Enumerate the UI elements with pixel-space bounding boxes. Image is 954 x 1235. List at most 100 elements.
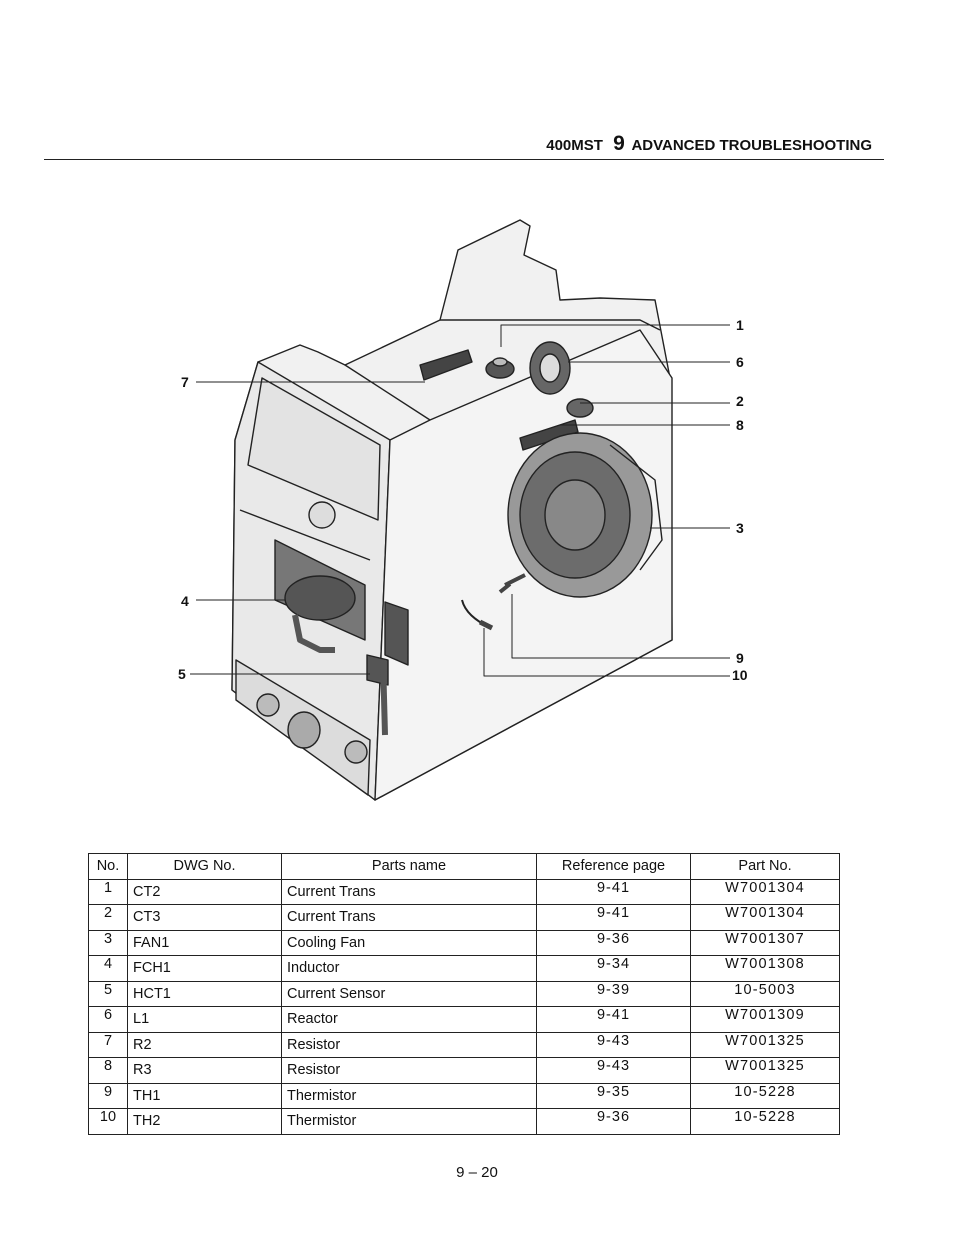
cell-dwg: L1 — [127, 1006, 282, 1033]
callout-3: 3 — [736, 520, 744, 536]
cell-ref: 9-34 — [536, 955, 691, 982]
inductor-lead — [292, 614, 335, 653]
thermistor-th2-tip — [478, 619, 494, 631]
col-dwg: DWG No. — [127, 853, 282, 880]
machine-illustration: 1 6 2 8 3 9 10 7 4 5 — [0, 200, 954, 820]
machine-drawing — [190, 219, 730, 801]
cell-ref: 9-36 — [536, 1108, 691, 1135]
table-row: 8 R3 Resistor 9-43 W7001325 — [88, 1057, 840, 1084]
header-model: 400MST — [546, 137, 603, 154]
fan-frame — [609, 444, 663, 571]
callout-8: 8 — [736, 417, 744, 433]
cell-name: Current Sensor — [281, 980, 537, 1007]
cell-dwg: R3 — [127, 1057, 282, 1084]
header-title: 400MST 9 ADVANCED TROUBLESHOOTING — [546, 132, 872, 156]
callout-9: 9 — [736, 650, 744, 666]
callout-5: 5 — [178, 666, 186, 682]
cell-no: 1 — [88, 878, 128, 905]
cell-part: W7001304 — [690, 878, 840, 905]
cell-name: Thermistor — [281, 1082, 537, 1109]
cell-dwg: FAN1 — [127, 929, 282, 956]
cell-ref: 9-43 — [536, 1031, 691, 1058]
cell-part: W7001308 — [690, 955, 840, 982]
resistor-r3-block — [519, 419, 579, 451]
header-section-title: ADVANCED TROUBLESHOOTING — [631, 137, 872, 154]
cell-part: W7001304 — [690, 904, 840, 931]
parts-table-header: No. DWG No. Parts name Reference page Pa… — [88, 853, 840, 880]
inductor-fch1 — [284, 575, 356, 621]
cell-name: Resistor — [281, 1057, 537, 1084]
cell-dwg: R2 — [127, 1031, 282, 1058]
output-terminal-right — [344, 740, 368, 764]
cell-part: W7001325 — [690, 1057, 840, 1084]
cell-dwg: TH2 — [127, 1108, 282, 1135]
front-knob — [308, 501, 336, 529]
cell-name: Thermistor — [281, 1108, 537, 1135]
fan-hub — [544, 479, 606, 551]
resistor-r2-bar — [419, 349, 473, 381]
table-row: 2 CT3 Current Trans 9-41 W7001304 — [88, 904, 840, 931]
current-sensor-bracket — [384, 601, 409, 666]
header-rule — [44, 159, 884, 160]
cell-no: 6 — [88, 1006, 128, 1033]
col-part-no: Part No. — [690, 853, 840, 880]
cell-dwg: CT3 — [127, 904, 282, 931]
page-header: 400MST 9 ADVANCED TROUBLESHOOTING — [44, 128, 884, 160]
cell-part: 10-5228 — [690, 1082, 840, 1109]
cell-no: 4 — [88, 955, 128, 982]
cell-name: Reactor — [281, 1006, 537, 1033]
col-reference-page: Reference page — [536, 853, 691, 880]
cell-part: W7001307 — [690, 929, 840, 956]
cell-ref: 9-41 — [536, 904, 691, 931]
cell-ref: 9-41 — [536, 1006, 691, 1033]
cell-name: Current Trans — [281, 878, 537, 905]
cell-ref: 9-43 — [536, 1057, 691, 1084]
ct2-ring-hole — [492, 357, 508, 367]
thermistor-th1 — [498, 573, 526, 594]
callout-6: 6 — [736, 354, 744, 370]
cell-ref: 9-36 — [536, 929, 691, 956]
cell-no: 3 — [88, 929, 128, 956]
callout-2: 2 — [736, 393, 744, 409]
cell-dwg: FCH1 — [127, 955, 282, 982]
cell-ref: 9-35 — [536, 1082, 691, 1109]
parts-table: No. DWG No. Parts name Reference page Pa… — [88, 853, 840, 1135]
callout-7: 7 — [181, 374, 189, 390]
front-panel-slot — [239, 509, 371, 561]
front-panel-upper — [247, 377, 381, 521]
machine-top-ridge — [344, 319, 661, 421]
cell-part: W7001325 — [690, 1031, 840, 1058]
sensor-lead — [380, 659, 388, 736]
cell-ref: 9-39 — [536, 980, 691, 1007]
cell-no: 10 — [88, 1108, 128, 1135]
callout-1: 1 — [736, 317, 744, 333]
cell-name: Resistor — [281, 1031, 537, 1058]
header-section-number: 9 — [613, 132, 625, 155]
cell-dwg: HCT1 — [127, 980, 282, 1007]
cell-name: Current Trans — [281, 904, 537, 931]
cell-dwg: CT2 — [127, 878, 282, 905]
reactor-l1-hole — [539, 353, 561, 383]
cell-name: Inductor — [281, 955, 537, 982]
cell-dwg: TH1 — [127, 1082, 282, 1109]
cell-ref: 9-41 — [536, 878, 691, 905]
callout-10: 10 — [732, 667, 748, 683]
table-row: 6 L1 Reactor 9-41 W7001309 — [88, 1006, 840, 1033]
ct3-ring — [566, 398, 594, 418]
cell-part: 10-5003 — [690, 980, 840, 1007]
callout-4: 4 — [181, 593, 189, 609]
page-number: 9 – 20 — [456, 1164, 498, 1181]
cell-part: 10-5228 — [690, 1108, 840, 1135]
col-parts-name: Parts name — [281, 853, 537, 880]
table-row: 4 FCH1 Inductor 9-34 W7001308 — [88, 955, 840, 982]
table-row: 9 TH1 Thermistor 9-35 10-5228 — [88, 1082, 840, 1109]
callout-leaders — [190, 324, 730, 677]
cell-name: Cooling Fan — [281, 929, 537, 956]
cell-no: 2 — [88, 904, 128, 931]
table-row: 5 HCT1 Current Sensor 9-39 10-5003 — [88, 980, 840, 1007]
col-no: No. — [88, 853, 128, 880]
output-terminal-left — [256, 693, 280, 717]
table-row: 10 TH2 Thermistor 9-36 10-5228 — [88, 1108, 840, 1135]
cell-no: 5 — [88, 980, 128, 1007]
cell-no: 8 — [88, 1057, 128, 1084]
